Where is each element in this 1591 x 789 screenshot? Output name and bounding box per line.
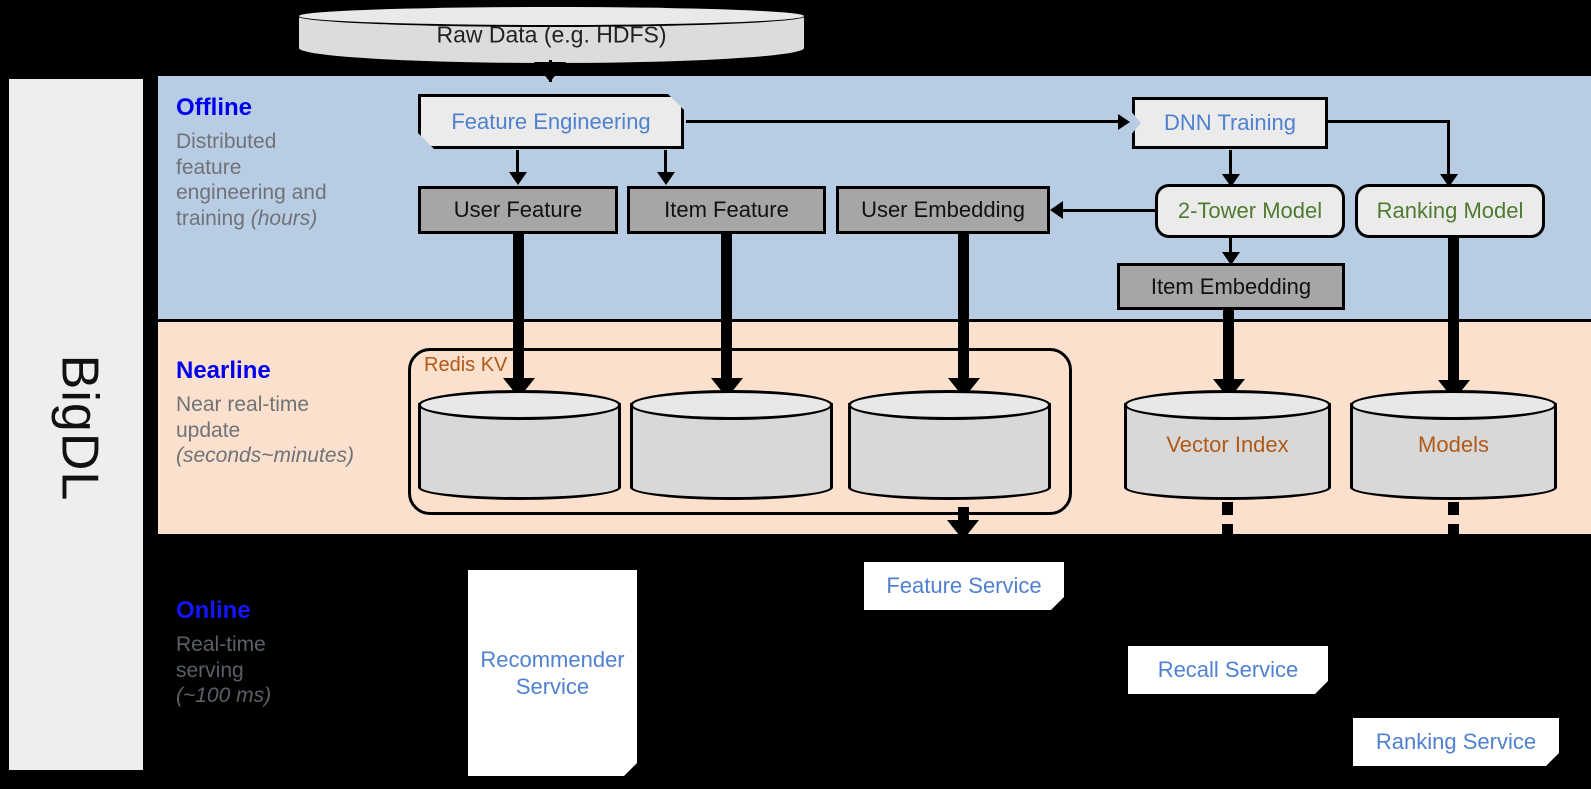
nearline-desc-italic: (seconds~minutes) — [176, 444, 354, 468]
offline-desc-italic: (hours) — [250, 207, 318, 231]
arrow-redis-featureservice-head — [947, 520, 979, 540]
two-tower-model-label: 2-Tower Model — [1177, 198, 1323, 223]
arrow-fe-itemfeature-head — [657, 172, 675, 185]
node-two-tower-model[interactable]: 2-Tower Model — [1155, 184, 1345, 238]
pipe-userfeature-store — [513, 234, 524, 384]
online-desc-italic-line: (~100 ms) — [176, 683, 391, 709]
redis-kv-container — [408, 348, 1072, 515]
ranking-model-label: Ranking Model — [1376, 198, 1524, 223]
pipe-userembedding-store — [958, 234, 969, 384]
bigdl-sidebar: BigDL — [6, 76, 146, 773]
arrow-fe-dnn-head — [1118, 114, 1130, 130]
dnn-training-label: DNN Training — [1163, 110, 1297, 135]
feature-service-label: Feature Service — [886, 573, 1042, 598]
redis-kv-label: Redis KV — [424, 354, 508, 376]
store-models[interactable]: Models — [1350, 390, 1557, 500]
node-feature-service[interactable]: Feature Service — [864, 562, 1064, 610]
nearline-desc-line-0: Near real-time — [176, 393, 310, 417]
item-embedding-label: Item Embedding — [1150, 273, 1312, 299]
node-item-feature[interactable]: Item Feature — [627, 186, 826, 234]
node-user-feature[interactable]: User Feature — [418, 186, 618, 234]
user-embedding-label: User Embedding — [861, 197, 1025, 222]
online-description: Real-time serving (~100 ms) — [176, 632, 391, 709]
nearline-desc-italic-line: (seconds~minutes) — [176, 443, 411, 469]
offline-desc-line-0: Distributed — [176, 130, 277, 154]
feature-engineering-label: Feature Engineering — [451, 108, 651, 134]
offline-title: Offline — [176, 94, 252, 121]
dash-redis-featureservice — [958, 507, 969, 520]
store-user-embedding-body — [848, 403, 1051, 500]
nearline-description: Near real-time update (seconds~minutes) — [176, 392, 411, 469]
ranking-service-label: Ranking Service — [1375, 729, 1537, 754]
store-vector-index[interactable]: Vector Index — [1124, 390, 1331, 500]
arrow-twotower-userembedding-line — [1063, 209, 1157, 212]
arrow-dnn-twotower-line — [1229, 150, 1232, 182]
pipe-itemembedding-vectorindex — [1223, 310, 1234, 385]
arrow-twotower-userembedding-head — [1050, 201, 1063, 219]
dash-vectorindex-1 — [1222, 502, 1233, 515]
arrow-fe-dnn-line — [686, 120, 1118, 123]
arrow-fe-userfeature-head — [509, 172, 527, 185]
arrow-dnn-ranking-v — [1447, 120, 1450, 182]
node-recommender-service[interactable]: Recommender Service — [468, 570, 637, 776]
offline-desc-line-3: training (hours) — [176, 207, 318, 231]
pipe-itemfeature-store — [721, 234, 732, 384]
arrow-dnn-twotower-head — [1222, 174, 1240, 187]
store-vector-index-top — [1124, 390, 1331, 420]
arrow-twotower-itememb-head — [1222, 252, 1240, 265]
arrow-fe-userfeature-line — [516, 150, 519, 176]
arrow-dnn-ranking-h — [1328, 120, 1450, 123]
pipe-rankingmodel-models — [1448, 238, 1459, 386]
store-models-top — [1350, 390, 1557, 420]
recall-service-label: Recall Service — [1157, 657, 1299, 682]
node-dnn-training[interactable]: DNN Training — [1132, 97, 1328, 149]
offline-description: Distributed feature engineering and trai… — [176, 129, 391, 231]
store-vector-index-label: Vector Index — [1166, 432, 1289, 457]
raw-data-label: Raw Data (e.g. HDFS) — [436, 21, 667, 48]
node-user-embedding[interactable]: User Embedding — [836, 186, 1050, 234]
arrow-twotower-itememb-line — [1229, 238, 1232, 258]
nearline-caption: Nearline Near real-time update (seconds~… — [176, 358, 411, 469]
user-feature-label: User Feature — [453, 197, 583, 222]
item-feature-label: Item Feature — [664, 197, 789, 222]
node-item-embedding[interactable]: Item Embedding — [1117, 263, 1345, 310]
online-caption: Online Real-time serving (~100 ms) — [176, 598, 391, 709]
store-user-feature-top — [418, 390, 621, 420]
raw-data-top — [297, 5, 806, 27]
bigdl-label: BigDL — [50, 354, 109, 501]
node-recall-service[interactable]: Recall Service — [1128, 646, 1328, 694]
online-title: Online — [176, 597, 251, 624]
store-item-feature[interactable] — [630, 390, 833, 500]
store-item-feature-body — [630, 403, 833, 500]
store-user-embedding[interactable] — [848, 390, 1051, 500]
store-item-feature-top — [630, 390, 833, 420]
store-user-feature[interactable] — [418, 390, 621, 500]
dash-models-2 — [1448, 524, 1459, 537]
recommender-service-label: Recommender Service — [480, 646, 625, 700]
nearline-desc-line-1: update — [176, 418, 241, 442]
raw-data-store: Raw Data (e.g. HDFS) — [297, 5, 806, 65]
store-user-embedding-top — [848, 390, 1051, 420]
arrow-dnn-ranking-head — [1440, 174, 1458, 187]
node-ranking-model[interactable]: Ranking Model — [1355, 184, 1545, 238]
node-ranking-service[interactable]: Ranking Service — [1353, 718, 1559, 766]
nearline-title: Nearline — [176, 357, 271, 384]
arrow-rawdata-fe-head — [534, 62, 566, 82]
store-models-label: Models — [1418, 432, 1489, 457]
online-desc-line-0: Real-time — [176, 633, 266, 657]
dash-models-1 — [1448, 502, 1459, 515]
offline-desc-line-1: feature — [176, 155, 242, 179]
node-feature-engineering[interactable]: Feature Engineering — [418, 94, 684, 149]
dash-vectorindex-2 — [1222, 524, 1233, 537]
offline-caption: Offline Distributed feature engineering … — [176, 95, 391, 232]
offline-desc-line-2: engineering and — [176, 181, 327, 205]
bigdl-label-wrap: BigDL — [9, 79, 149, 776]
online-desc-italic: (~100 ms) — [176, 684, 272, 708]
online-desc-line-1: serving — [176, 658, 244, 682]
arrow-fe-itemfeature-line — [664, 150, 667, 176]
